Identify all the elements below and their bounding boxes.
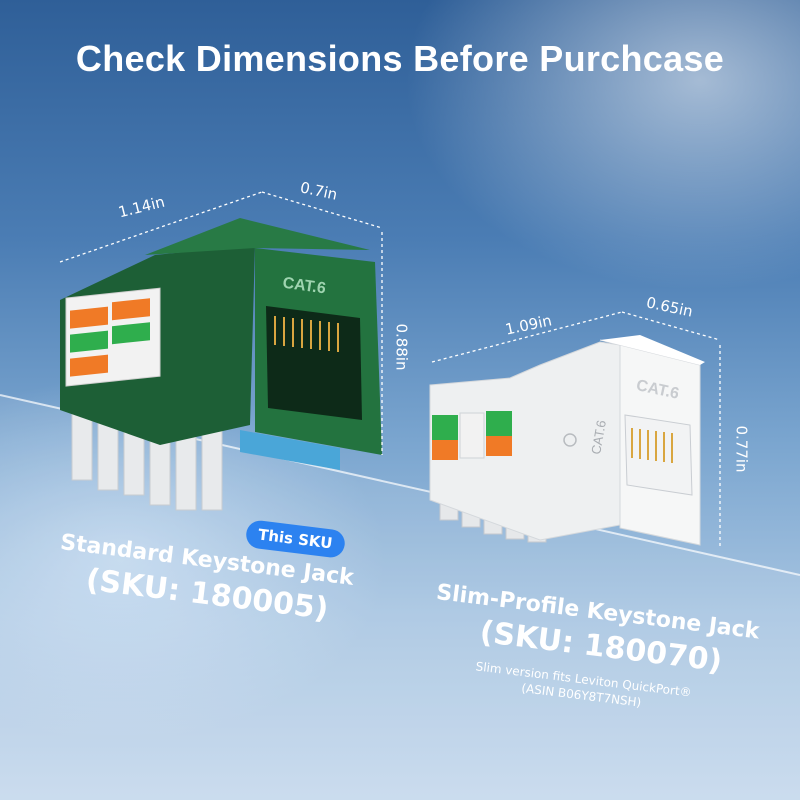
glass-surface xyxy=(0,395,800,800)
page-title: Check Dimensions Before Purchcase xyxy=(75,38,725,79)
slim-depth-line xyxy=(621,311,721,341)
slim-keystone-jack xyxy=(429,335,705,546)
slim-width-line xyxy=(431,311,623,363)
std-height-label: 0.88in xyxy=(392,323,411,371)
slim-side-label: CAT.6 xyxy=(588,419,609,456)
standard-keystone-jack xyxy=(60,218,382,511)
standard-jack-label: CAT.6 xyxy=(282,275,327,298)
std-depth-line xyxy=(261,191,383,229)
slim-height-label: 0.77in xyxy=(732,425,751,473)
